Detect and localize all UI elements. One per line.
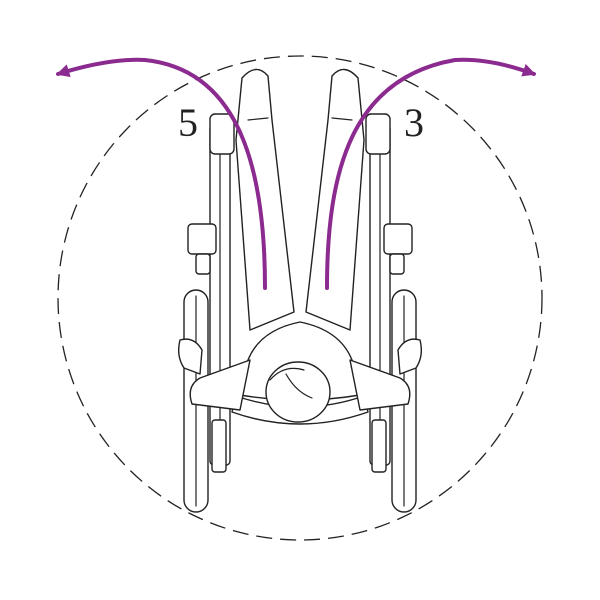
wheelchair — [183, 113, 417, 513]
left-armrest — [187, 223, 217, 255]
left-rear-tube — [211, 419, 227, 473]
left-label: 5 — [178, 100, 198, 145]
right-rear-tube — [371, 419, 387, 473]
person — [177, 68, 423, 423]
right-armrest — [383, 223, 413, 255]
left-leg — [235, 68, 295, 331]
curved-arrow-right-icon — [325, 57, 536, 290]
curved-arrow-left-icon — [56, 57, 267, 290]
turning-circle — [57, 55, 543, 541]
left-hand — [177, 338, 203, 375]
right-hand — [397, 338, 423, 375]
right-caster — [365, 113, 391, 155]
left-caster — [209, 113, 235, 155]
right-label: 3 — [404, 100, 424, 145]
head — [265, 361, 331, 423]
left-arm — [189, 359, 251, 411]
right-arm — [349, 359, 411, 411]
